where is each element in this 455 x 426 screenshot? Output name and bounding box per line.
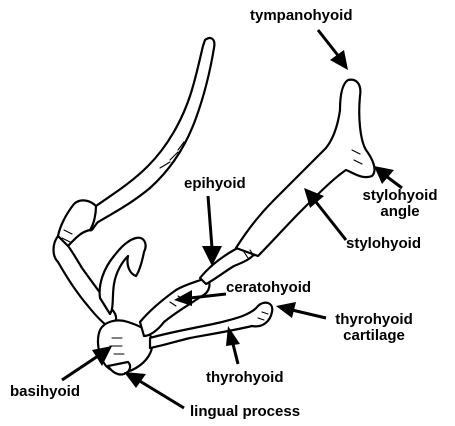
- left-epihyoid-bone: [58, 200, 96, 246]
- label-epihyoid: epihyoid: [184, 176, 246, 192]
- label-ceratohyoid: ceratohyoid: [226, 280, 311, 296]
- label-lingual-process: lingual process: [190, 404, 300, 420]
- left-stylohyoid-bone: [89, 38, 214, 230]
- label-thyrohyoid-cartilage: thyrohyoid cartilage: [326, 312, 422, 344]
- right-stylohyoid-bone: [236, 80, 374, 256]
- label-thyrohyoid-cartilage-line2: cartilage: [326, 328, 422, 344]
- left-thyrohyoid-hook: [100, 238, 146, 314]
- label-thyrohyoid-cartilage-line1: thyrohyoid: [326, 312, 422, 328]
- label-thyrohyoid: thyrohyoid: [206, 370, 284, 386]
- label-stylohyoid: stylohyoid: [346, 236, 421, 252]
- label-basihyoid: basihyoid: [10, 384, 80, 400]
- label-stylohyoid-angle-line2: angle: [360, 204, 440, 220]
- label-stylohyoid-angle-line1: stylohyoid: [360, 188, 440, 204]
- label-tympanohyoid: tympanohyoid: [250, 8, 353, 24]
- label-stylohyoid-angle: stylohyoid angle: [360, 188, 440, 220]
